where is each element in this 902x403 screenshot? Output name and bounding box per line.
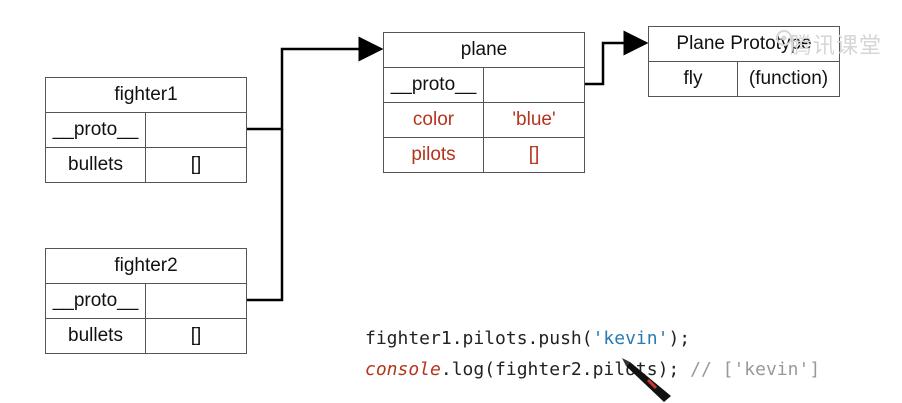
code-line-2-part-a: .log(fighter2.pilots); [440,359,691,380]
fighter2-proto-value [146,284,246,318]
fighter1-proto-row: __proto__ [46,113,246,148]
fighter1-object-box: fighter1 __proto__ bullets [] [45,77,247,183]
code-line-2: console.log(fighter2.pilots); // ['kevin… [365,354,820,385]
plane-proto-value [484,68,584,102]
fighter2-object-box: fighter2 __proto__ bullets [] [45,248,247,354]
code-line-1-part-b: ); [668,328,691,349]
plane-object-box: plane __proto__ color 'blue' pilots [] [383,32,585,173]
pen-cursor-icon [622,358,671,402]
plane-title: plane [384,33,584,68]
plane-pilots-row: pilots [] [384,138,584,172]
code-line-1-string: 'kevin' [592,328,669,349]
plane-prototype-fly-key: fly [649,62,738,96]
fighter2-bullets-value: [] [190,325,202,346]
fighter1-proto-value [146,113,246,147]
watermark-text: 腾讯课堂 [790,33,883,58]
plane-pilots-value: [] [528,144,540,165]
plane-pilots-key: pilots [384,138,484,172]
code-line-2-console: console [365,359,441,380]
plane-proto-key: __proto__ [384,68,484,102]
code-line-2-comment: // ['kevin'] [690,359,821,380]
plane-prototype-fly-value: (function) [748,68,829,89]
code-line-1-part-a: fighter1.pilots.push( [365,328,593,349]
plane-proto-row: __proto__ [384,68,584,103]
code-snippet: fighter1.pilots.push('kevin');console.lo… [365,323,820,385]
fighter1-bullets-key: bullets [46,148,146,182]
fighter2-proto-key: __proto__ [46,284,146,318]
fighter1-bullets-row: bullets [] [46,148,246,182]
fighter2-title: fighter2 [46,249,246,284]
plane-color-key: color [384,103,484,137]
plane-prototype-fly-row: fly (function) [649,62,839,96]
fighter1-title: fighter1 [46,78,246,113]
watermark-logo-icon [776,30,792,46]
fighter1-bullets-value: [] [190,154,202,175]
fighter2-bullets-row: bullets [] [46,319,246,353]
plane-color-value: 'blue' [512,109,556,130]
fighter1-proto-key: __proto__ [46,113,146,147]
fighter2-proto-row: __proto__ [46,284,246,319]
code-line-1: fighter1.pilots.push('kevin'); [365,323,820,354]
fighter2-bullets-key: bullets [46,319,146,353]
plane-color-row: color 'blue' [384,103,584,138]
